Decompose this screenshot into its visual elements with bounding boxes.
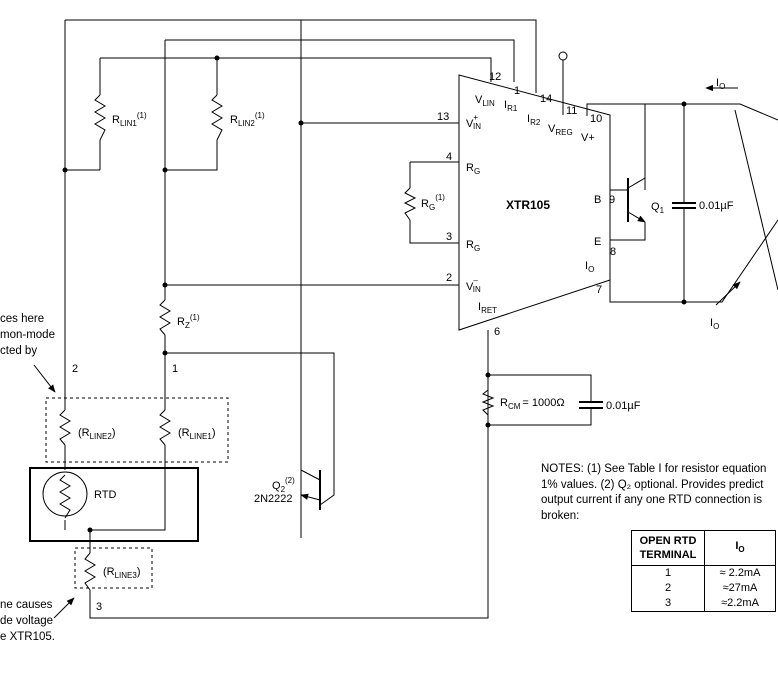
capacitor-c2: [579, 401, 603, 409]
line-resistance-box-top: [45, 397, 229, 463]
label-q2-part: 2N2222: [254, 493, 293, 505]
left-note-bottom-line: ne causes: [0, 599, 53, 611]
label-io-ic: IO: [585, 260, 594, 274]
label-rlin1: RLIN1(1): [112, 111, 147, 128]
left-note-bottom-line: de voltage: [0, 615, 54, 627]
notes-line: NOTES: (1) See Table I for resistor equa…: [541, 463, 767, 475]
label-rg: RG(1): [421, 193, 445, 212]
label-c2: 0.01µF: [606, 400, 641, 412]
table-cell-terminal: 3: [664, 597, 672, 609]
notes-line: output current if any one RTD connection…: [541, 494, 762, 506]
pin-12: 12: [489, 71, 501, 83]
left-note-top-line: ces here: [0, 313, 45, 325]
pin-10: 10: [590, 113, 602, 125]
table-row: 1 ≈ 2.2mA: [632, 565, 776, 581]
table-cell-io: ≈ 2.2mA: [704, 565, 776, 581]
resistor-rtd: [59, 474, 71, 519]
capacitor-c1: [672, 202, 696, 209]
notes-line: broken:: [541, 509, 580, 522]
pin-4: 4: [446, 151, 452, 163]
table-header-row: OPEN RTD TERMINAL IO: [631, 530, 776, 566]
pin-14: 14: [540, 93, 552, 105]
pin-3: 3: [446, 231, 452, 243]
table-cell-io: ≈2.2mA: [704, 596, 776, 612]
table-header-terminal: OPEN RTD TERMINAL: [631, 530, 705, 566]
terminal-3: 3: [96, 601, 102, 613]
label-rline3: (RLINE3): [103, 566, 141, 580]
transistor-q1: [627, 177, 646, 223]
label-vin-plus: V+IN: [466, 113, 481, 131]
label-rz: RZ(1): [177, 313, 200, 330]
io-arrow-bottom: [715, 281, 741, 306]
table-cell-terminal: 2: [664, 582, 672, 594]
label-e: E: [594, 236, 601, 248]
left-note-top-line: cted by: [0, 345, 38, 357]
resistor-rline2: [59, 409, 71, 446]
rtd-box: [29, 467, 199, 542]
label-vlin: VLIN: [475, 94, 495, 108]
pin-6: 6: [494, 326, 500, 338]
label-rg-top: RG: [466, 162, 480, 176]
label-rline1: (RLINE1): [178, 427, 216, 441]
pin-11: 11: [566, 105, 577, 117]
pin-9: 9: [609, 194, 615, 206]
resistor-rline3: [84, 552, 96, 591]
pin-7: 7: [596, 284, 602, 296]
label-rline2: (RLINE2): [78, 427, 116, 441]
label-io-bottom: IO: [710, 317, 719, 331]
label-ir2: IR2: [527, 113, 541, 127]
resistor-rz: [159, 299, 171, 336]
label-vin-minus: V–IN: [466, 276, 481, 294]
junction-dots: [62, 51, 687, 533]
note-arrow-bottom: [53, 597, 75, 619]
table-cell-terminal: 1: [664, 567, 672, 579]
label-vreg: VREG: [548, 123, 573, 137]
label-rlin2: RLIN2(1): [230, 111, 265, 128]
left-note-bottom: ne causes de voltage e XTR105.: [0, 597, 55, 645]
resistor-rlin2: [211, 94, 223, 141]
label-c1: 0.01µF: [699, 200, 734, 212]
label-rg-bottom: RG: [466, 239, 480, 253]
label-rtd: RTD: [94, 489, 116, 501]
label-io-top: IO: [716, 77, 725, 91]
terminal-2: 2: [72, 363, 78, 375]
ic-name: XTR105: [506, 198, 550, 212]
label-vplus: V+: [581, 132, 595, 144]
line-resistance-box-bottom: [74, 547, 153, 589]
pin-2: 2: [446, 272, 452, 284]
table-cell-io: ≈27mA: [704, 581, 776, 596]
terminal-1: 1: [172, 363, 178, 375]
resistor-rlin1: [94, 94, 106, 141]
left-note-top: ces here mon-mode cted by: [0, 311, 55, 359]
resistor-rline1: [159, 409, 171, 446]
table-header-io: IO: [704, 530, 776, 566]
notes: NOTES: (1) See Table I for resistor equa…: [541, 462, 778, 524]
pin-8: 8: [610, 246, 616, 258]
notes-line: 1% values. (2) Q₂ optional. Provides pre…: [541, 478, 764, 491]
wires: [64, 19, 778, 619]
resistor-rg: [403, 187, 417, 221]
table-row: 2 ≈27mA: [632, 581, 776, 596]
rtd-symbol: [42, 471, 88, 517]
label-rcm: RCM= 1000Ω: [500, 397, 565, 411]
left-note-top-line: mon-mode: [0, 329, 55, 341]
label-q1: Q1: [651, 201, 665, 215]
label-b: B: [594, 194, 601, 206]
left-note-bottom-line: e XTR105.: [0, 631, 55, 643]
pin-13: 13: [437, 111, 449, 123]
table-row: 3 ≈2.2mA: [632, 596, 776, 612]
label-iret: IRET: [478, 301, 497, 315]
pin-1: 1: [514, 85, 520, 97]
resistor-rcm: [481, 389, 495, 416]
label-q2: Q2(2): [272, 476, 295, 494]
open-rtd-table: OPEN RTD TERMINAL IO 1 ≈ 2.2mA 2 ≈27mA 3…: [631, 530, 776, 612]
transistor-q2: [300, 20, 321, 510]
note-arrow-top: [33, 364, 56, 393]
label-ir1: IR1: [504, 99, 518, 113]
